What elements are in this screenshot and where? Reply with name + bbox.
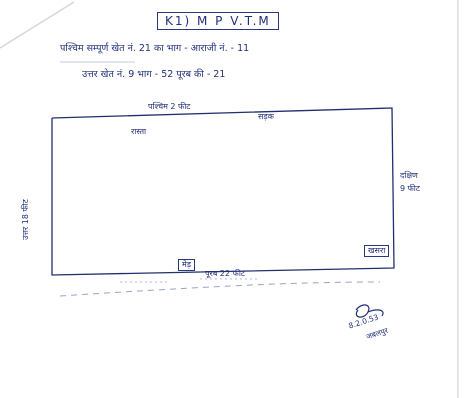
bottom-right-boxed-label: खसरा — [364, 245, 390, 257]
signature-mark — [355, 304, 384, 318]
top-left-label: रास्ता — [131, 127, 147, 136]
ground-line — [59, 281, 381, 297]
top-boundary-label: सड़क — [258, 112, 274, 121]
bottom-left-boxed-label: मेड़ — [178, 259, 196, 271]
header-line-1: पश्चिम सम्पूर्ण खेत नं. 21 का भाग - आराज… — [60, 43, 250, 54]
left-dimension-label: उत्तर 18 फीट — [21, 199, 30, 240]
right-dimension-label: दक्षिण 9 फीट — [400, 171, 420, 193]
diagram-title: K1) M P V.T.M — [157, 12, 279, 30]
paper-fold-edge — [0, 1, 75, 49]
plot-boundary — [51, 107, 395, 276]
header-line-2: उत्तर खेत नं. 9 भाग - 52 पूरब की - 21 — [82, 69, 226, 80]
ground-marks — [120, 278, 260, 283]
top-dimension-label: पश्चिम 2 फीट — [148, 102, 191, 111]
bottom-dimension-label: पूरब 22 फीट — [205, 269, 245, 278]
